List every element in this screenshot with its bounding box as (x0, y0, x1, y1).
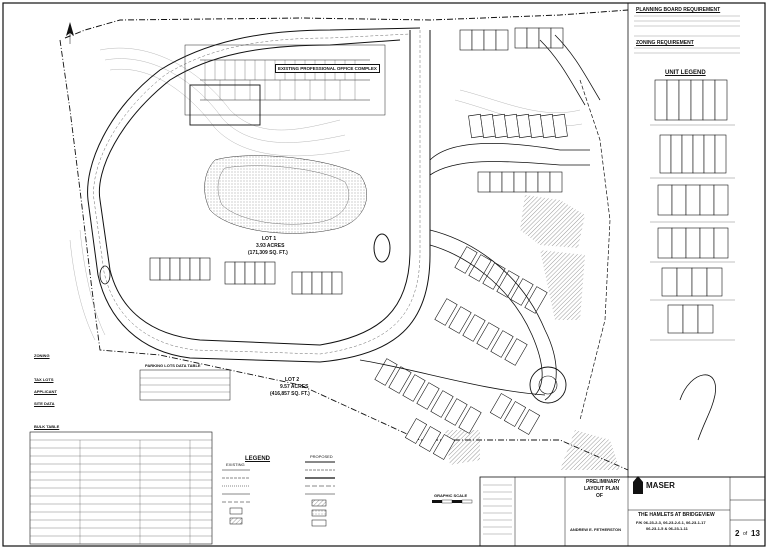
lot2-title: LOT 2 (285, 377, 300, 383)
lot2-sqft: (416,857 SQ. FT.) (270, 391, 310, 397)
legend-proposed-header: PROPOSED (310, 454, 333, 459)
project-name: THE HAMLETS AT BRIDGEVIEW (638, 512, 715, 518)
zoning-title: ZONING (34, 353, 50, 358)
bulk-table-title: BULK TABLE (34, 424, 60, 429)
existing-building-label: EXISTING PROFESSIONAL OFFICE COMPLEX (275, 64, 380, 73)
sheet-border (2, 2, 766, 547)
lot2-acres: 9.57 ACRES (280, 384, 309, 390)
north-arrow-icon (66, 22, 74, 44)
lot1-acres: 3.93 ACRES (256, 243, 285, 249)
existing-office-building (189, 84, 261, 126)
tax-lots-title: TAX LOTS (34, 377, 54, 382)
parcel-line-2: 06-23-1-5 & 06-23-1-11 (646, 526, 688, 531)
lot1-sqft: (171,309 SQ. FT.) (248, 250, 288, 256)
zoning-requirement-heading: ZONING REQUIREMENT (636, 40, 694, 46)
maser-logo-icon (633, 476, 643, 494)
legend-title: LEGEND (245, 456, 271, 462)
sheet-title-1: PRELIMINARY (586, 479, 621, 485)
engineer-name: ANDREW E. FETHERSTON (570, 527, 622, 532)
title-block-border (479, 476, 766, 547)
planning-board-heading: PLANNING BOARD REQUIREMENT (636, 7, 721, 13)
sheet-number: 2 (735, 529, 740, 538)
lot1-title: LOT 1 (262, 236, 277, 242)
parcel-line-1: F/K 06-23-2-3, 06-23-2-6.1, 06-23-1-17 (636, 520, 706, 525)
firm-logo-text: MASER (646, 481, 675, 490)
applicant-title: APPLICANT (34, 389, 57, 394)
sheet-of: of (743, 531, 748, 537)
sheet-title-2: LAYOUT PLAN (584, 486, 620, 492)
parking-table-title: PARKING LOTS DATA TABLE (145, 363, 201, 368)
legend-existing-header: EXISTING (226, 462, 245, 467)
cul-de-sac (529, 366, 567, 404)
unit-legend-title: UNIT LEGEND (665, 70, 706, 76)
site-data-title: SITE DATA (34, 401, 55, 406)
graphic-scale (432, 499, 473, 504)
graphic-scale-label: GRAPHIC SCALE (434, 493, 468, 498)
sheet-total: 13 (751, 529, 760, 538)
sheet-title-3: OF (596, 493, 603, 499)
